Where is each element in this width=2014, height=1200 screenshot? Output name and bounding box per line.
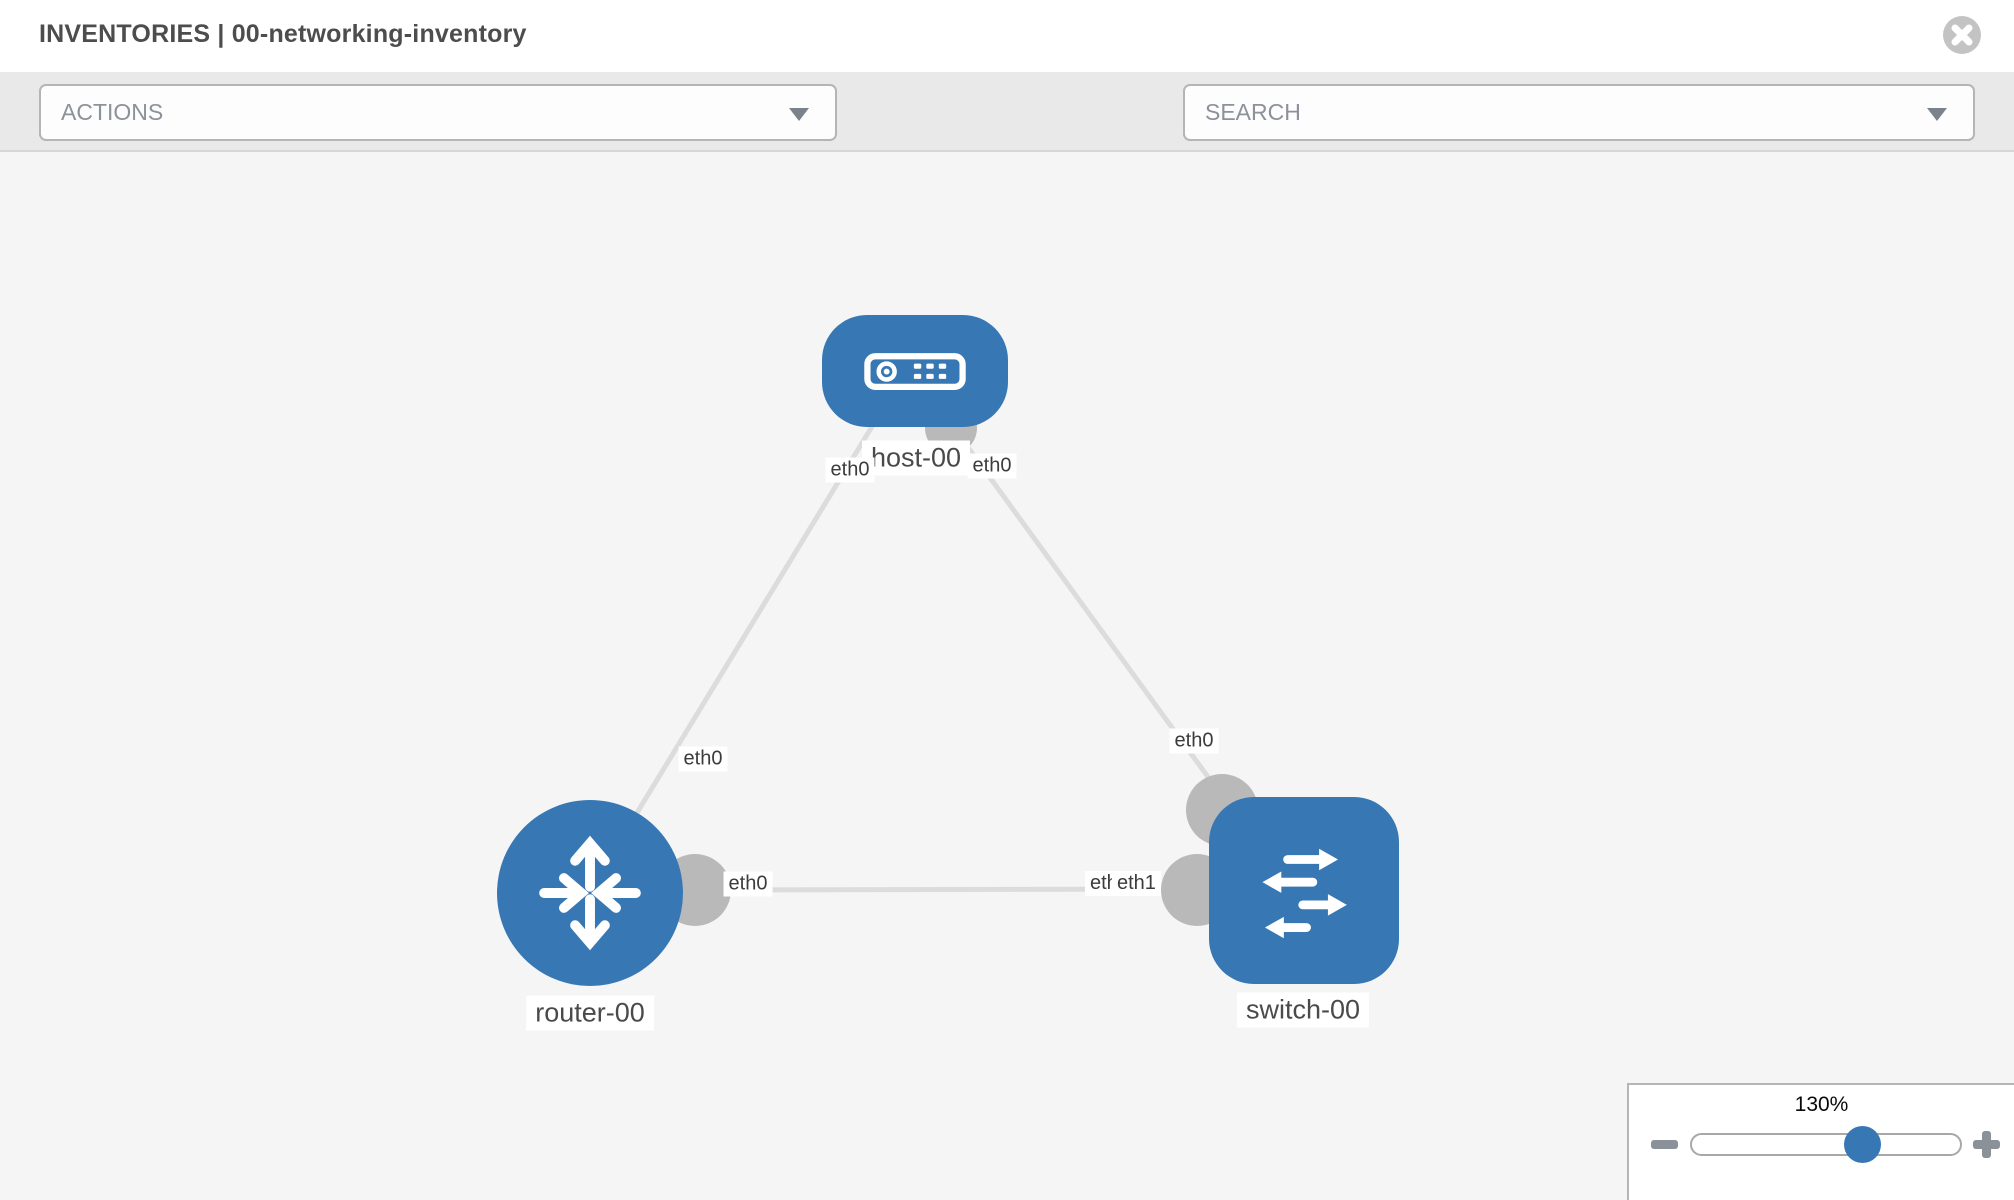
chevron-down-icon	[1927, 108, 1947, 121]
actions-dropdown-label: ACTIONS	[61, 99, 164, 125]
host-name-label: host-00	[861, 440, 971, 476]
iface-label-host-left: eth0	[825, 457, 875, 483]
host-icon	[864, 353, 966, 390]
iface-label-router-link: eth0	[678, 746, 728, 772]
node-router-00[interactable]	[497, 800, 683, 986]
zoom-level-readout: 130%	[1794, 1093, 1849, 1116]
toolbar: ACTIONS SEARCH	[0, 72, 2014, 208]
iface-label-host-right: eth0	[967, 453, 1017, 479]
switch-name-label: switch-00	[1236, 992, 1370, 1028]
actions-dropdown[interactable]: ACTIONS	[39, 84, 837, 141]
link-host-router[interactable]	[615, 418, 879, 846]
minus-icon[interactable]	[1651, 1140, 1678, 1149]
link-host-switch[interactable]	[945, 418, 1238, 816]
plus-icon[interactable]	[1973, 1131, 2000, 1158]
zoom-panel: 130%	[1627, 1083, 2014, 1200]
node-host-00[interactable]	[822, 315, 1008, 427]
search-dropdown-placeholder: SEARCH	[1205, 99, 1301, 125]
node-switch-00[interactable]	[1209, 797, 1399, 984]
router-name-label: router-00	[526, 995, 654, 1031]
search-dropdown[interactable]: SEARCH	[1183, 84, 1975, 141]
close-icon	[1951, 24, 1973, 46]
router-icon	[539, 835, 641, 951]
topology-canvas[interactable]: host-00 router-00 switch-00 eth0 eth0 et…	[0, 152, 2014, 1200]
iface-label-switch-left: eth1	[1112, 871, 1161, 896]
topology-links-layer	[615, 402, 1258, 926]
zoom-slider-track[interactable]	[1690, 1133, 1962, 1156]
close-button[interactable]	[1943, 16, 1981, 54]
zoom-slider-handle[interactable]	[1844, 1126, 1881, 1163]
header: INVENTORIES | 00-networking-inventory	[0, 0, 2014, 72]
chevron-down-icon	[789, 108, 809, 121]
page-title: INVENTORIES | 00-networking-inventory	[39, 20, 527, 48]
switch-icon	[1262, 848, 1347, 938]
iface-label-switch-top: eth0	[1169, 728, 1219, 754]
iface-label-router-right: eth0	[723, 871, 773, 897]
